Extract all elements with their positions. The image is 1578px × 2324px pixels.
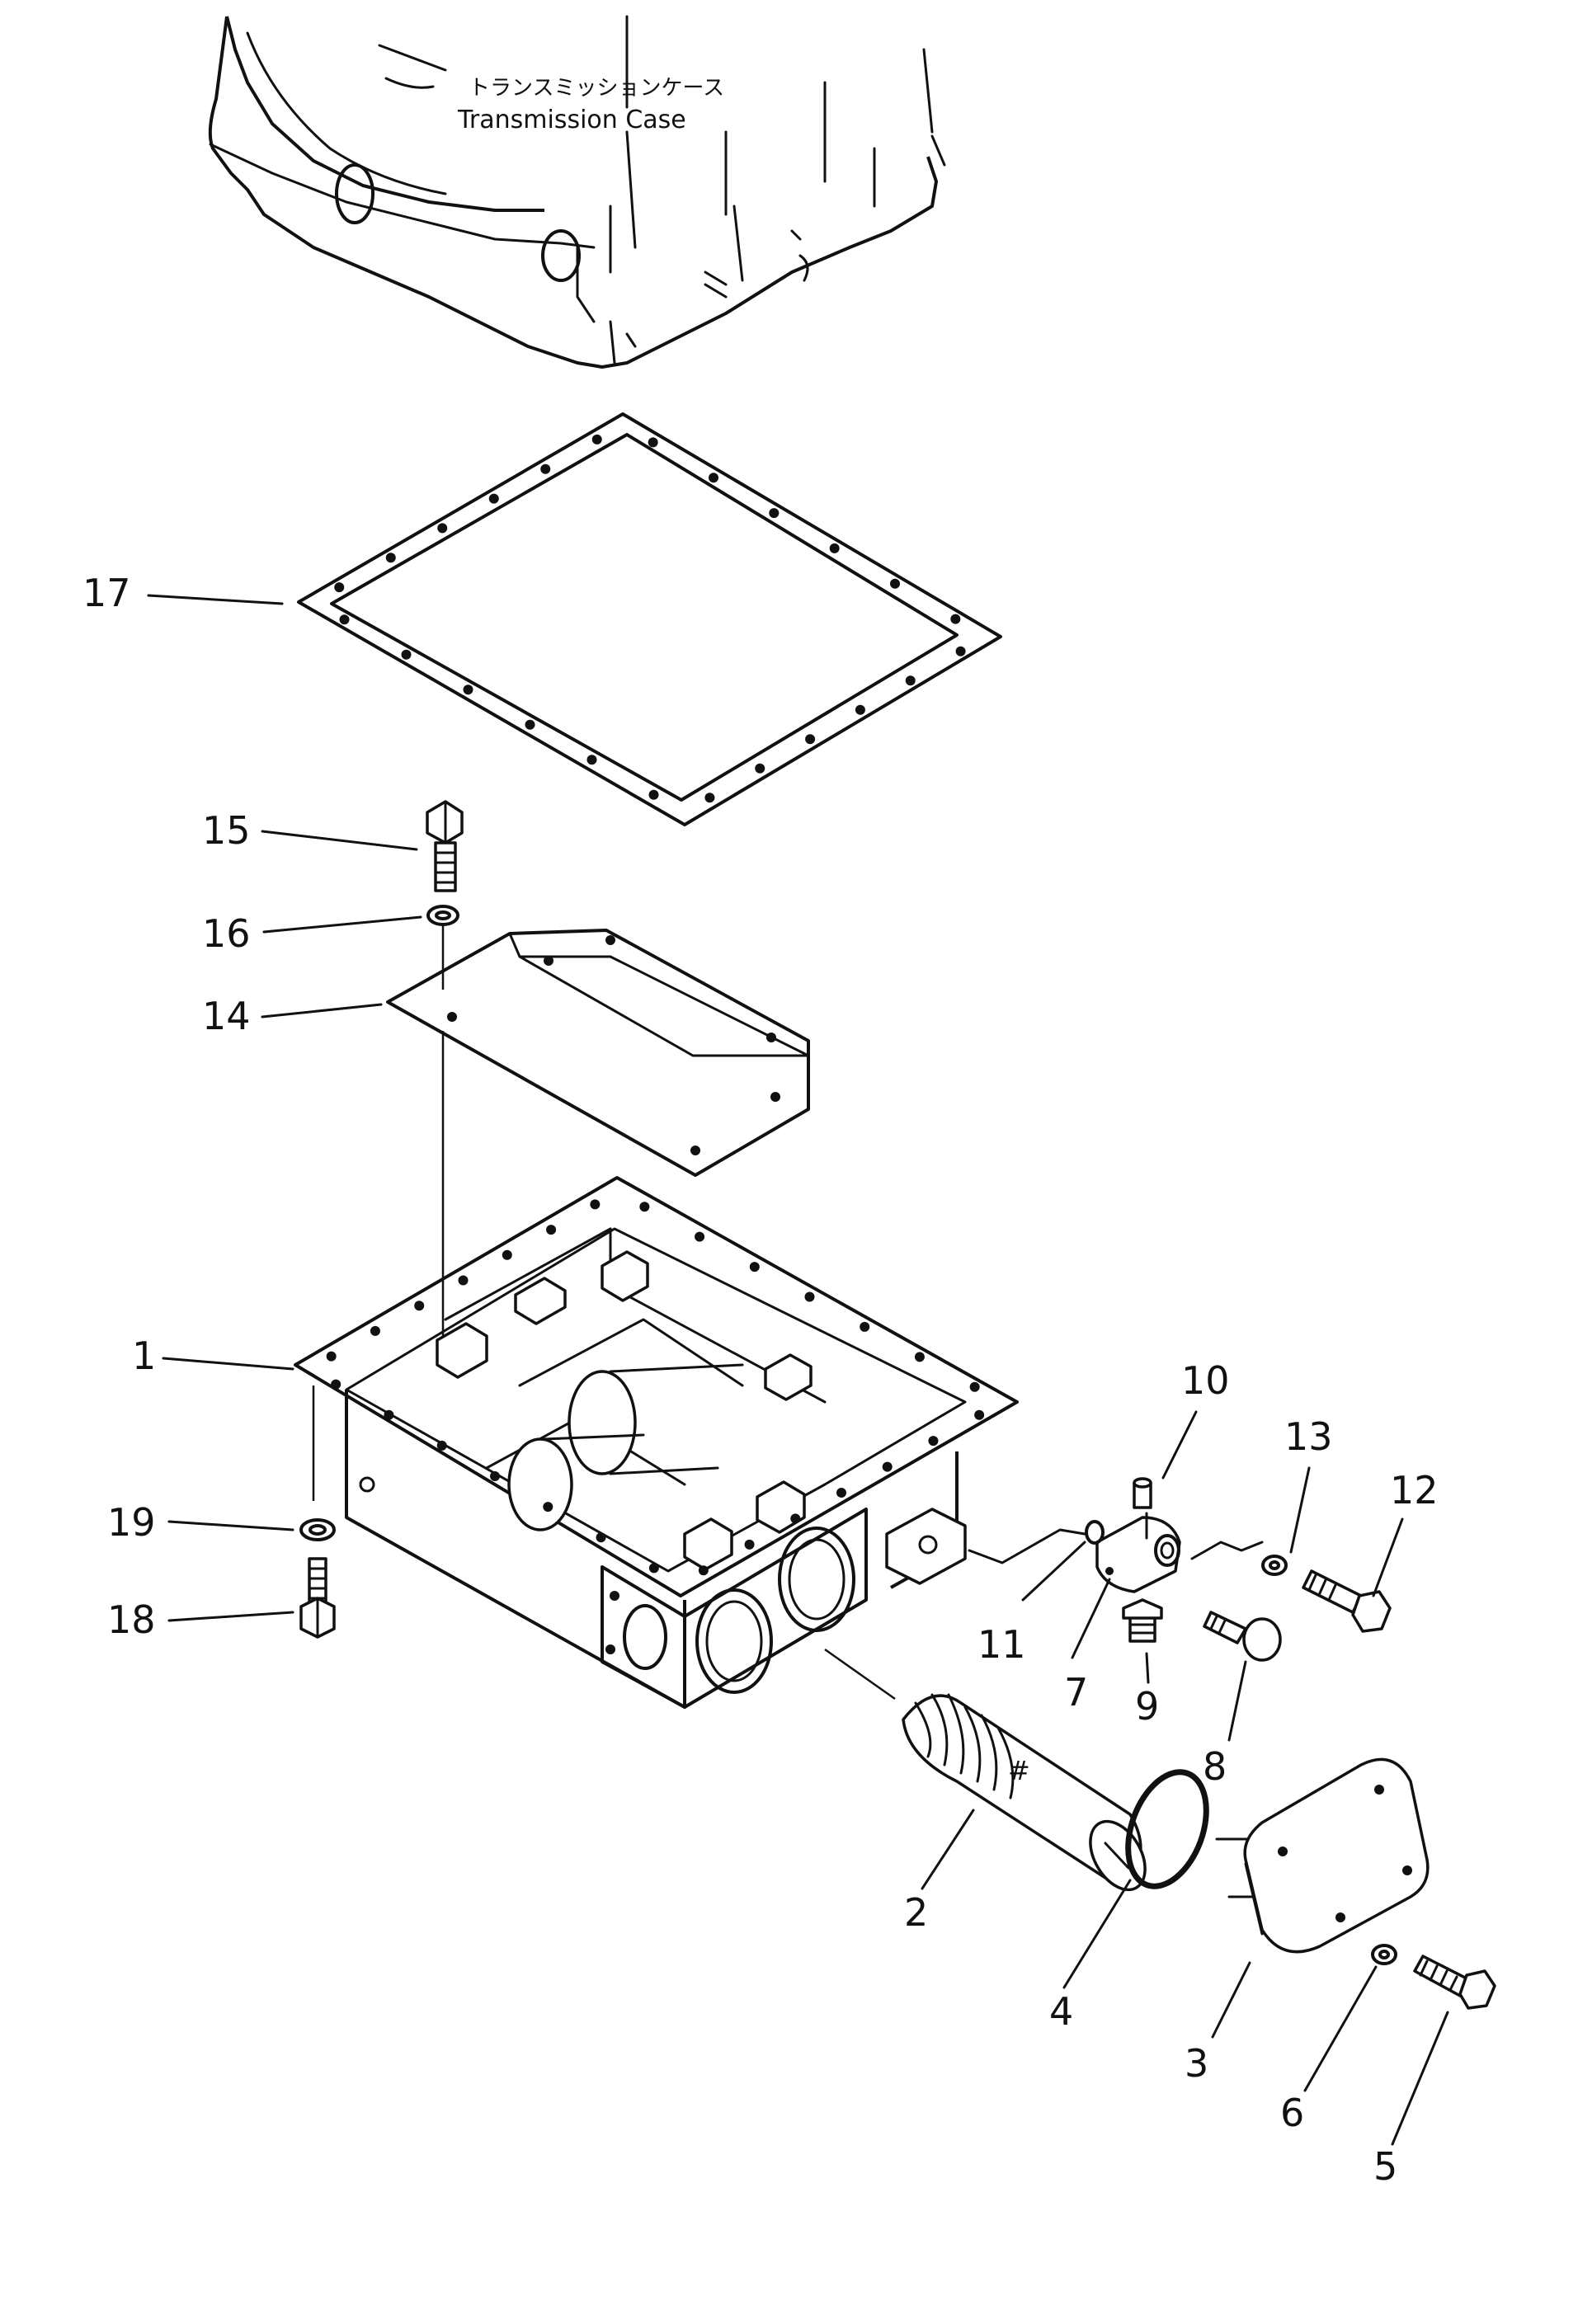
- bolt-hole: [855, 704, 865, 715]
- bolt-hole: [490, 1471, 500, 1481]
- bolt-hole: [974, 1409, 985, 1420]
- bolt-hole: [709, 473, 718, 483]
- bolt-hole: [596, 1532, 606, 1543]
- bolt-hole: [385, 553, 396, 563]
- bolt-hole: [755, 763, 765, 774]
- bolt-hole: [370, 1325, 380, 1336]
- bolt-hole: [334, 582, 345, 593]
- bolt-hole: [463, 684, 473, 695]
- cover-3: [1215, 1757, 1430, 1954]
- bolt-hole: [950, 614, 961, 624]
- callout-4: 4: [1049, 1989, 1073, 2034]
- bolt-hole: [458, 1275, 469, 1286]
- elbow-7: [1095, 1512, 1181, 1593]
- bolt-hole: [639, 1202, 650, 1212]
- bolt-hole: [769, 508, 780, 519]
- callout-2: 2: [904, 1890, 928, 1935]
- callout-11: 11: [977, 1622, 1026, 1667]
- case-label-jp: トランスミッションケース: [469, 76, 724, 101]
- bolt-hole: [860, 1321, 870, 1332]
- bolt-hole: [488, 493, 499, 504]
- leader-lines: [147, 77, 1449, 2146]
- callout-6: 6: [1280, 2091, 1304, 2135]
- callout-3: 3: [1185, 2041, 1208, 2086]
- callout-10: 10: [1181, 1358, 1230, 1403]
- bolt-hole: [695, 1231, 705, 1242]
- bolt-18: [299, 1557, 336, 1639]
- housing-1: [294, 1176, 1019, 1709]
- bolt-hole: [955, 646, 966, 656]
- callout-14: 14: [202, 994, 251, 1038]
- callout-9: 9: [1135, 1684, 1159, 1729]
- bolt-hole: [914, 1352, 925, 1362]
- bolt-hole: [744, 1539, 755, 1550]
- bolt-hole: [648, 789, 659, 800]
- bolt-hole: [436, 1440, 447, 1451]
- bolt-hole: [790, 1513, 801, 1524]
- callout-13: 13: [1284, 1414, 1333, 1459]
- bolt-hole: [384, 1409, 394, 1420]
- callout-1: 1: [132, 1334, 156, 1378]
- bolt-hole: [540, 463, 551, 474]
- bolt-hole: [648, 437, 658, 448]
- bolt-hole: [749, 1262, 760, 1273]
- bolt-hole: [591, 434, 602, 445]
- washer-19: [299, 1518, 336, 1541]
- bolt-hole: [805, 734, 816, 745]
- callout-8: 8: [1203, 1744, 1227, 1789]
- bolt-hole: [882, 1461, 893, 1472]
- callout-5: 5: [1373, 2144, 1397, 2189]
- bolt-5: [1413, 1955, 1496, 2010]
- washer-6: [1371, 1944, 1397, 1965]
- bolt-hole: [928, 1436, 939, 1447]
- callout-numbers: 17 15 16 14 1 19 18 10 13 12 11 7 9 8 2 …: [82, 571, 1439, 2189]
- cover-plate-14: [386, 929, 810, 1177]
- bolt-hole: [401, 649, 412, 660]
- bolt-hole: [648, 1563, 659, 1574]
- bolt-12: [1302, 1569, 1392, 1633]
- bolt-hole: [704, 793, 715, 803]
- bolt-hole: [804, 1291, 815, 1302]
- callout-7: 7: [1064, 1670, 1088, 1715]
- plug-9: [1122, 1598, 1163, 1643]
- callout-15: 15: [202, 808, 251, 853]
- strainer-mark: #: [1008, 1755, 1030, 1786]
- bolt-hole: [590, 1199, 601, 1210]
- bolt-hole: [543, 1502, 553, 1512]
- callout-16: 16: [202, 911, 251, 956]
- case-label: トランスミッションケース Transmission Case: [457, 76, 724, 134]
- washer-16: [426, 905, 459, 926]
- bolt-hole: [890, 578, 900, 589]
- gasket-17: [297, 412, 1002, 826]
- o-ring-4: [1125, 1769, 1209, 1889]
- bolt-hole: [698, 1565, 709, 1576]
- callout-18: 18: [107, 1597, 156, 1642]
- o-ring-11: [1085, 1520, 1105, 1545]
- transmission-case: [208, 15, 946, 369]
- bolt-hole: [331, 1379, 342, 1390]
- bolt-hole: [525, 719, 535, 730]
- bolt-hole: [546, 1225, 557, 1235]
- callout-19: 19: [107, 1500, 156, 1545]
- strainer-2: #: [902, 1693, 1147, 1892]
- washer-13: [1261, 1555, 1288, 1576]
- bolt-hole: [829, 543, 840, 553]
- bolt-hole: [905, 675, 916, 686]
- bolt-hole: [339, 614, 350, 625]
- plug-8: [1203, 1611, 1282, 1662]
- bolt-15: [426, 800, 464, 892]
- callout-17: 17: [82, 571, 131, 615]
- case-label-en: Transmission Case: [457, 106, 686, 134]
- bolt-hole: [969, 1381, 980, 1392]
- bolt-hole: [326, 1351, 337, 1362]
- plug-10: [1133, 1477, 1152, 1509]
- bolt-hole: [502, 1249, 512, 1260]
- bolt-hole: [836, 1488, 846, 1498]
- bolt-hole: [437, 523, 448, 534]
- bolt-hole: [586, 755, 597, 765]
- callout-12: 12: [1390, 1468, 1439, 1512]
- bolt-hole: [414, 1301, 425, 1311]
